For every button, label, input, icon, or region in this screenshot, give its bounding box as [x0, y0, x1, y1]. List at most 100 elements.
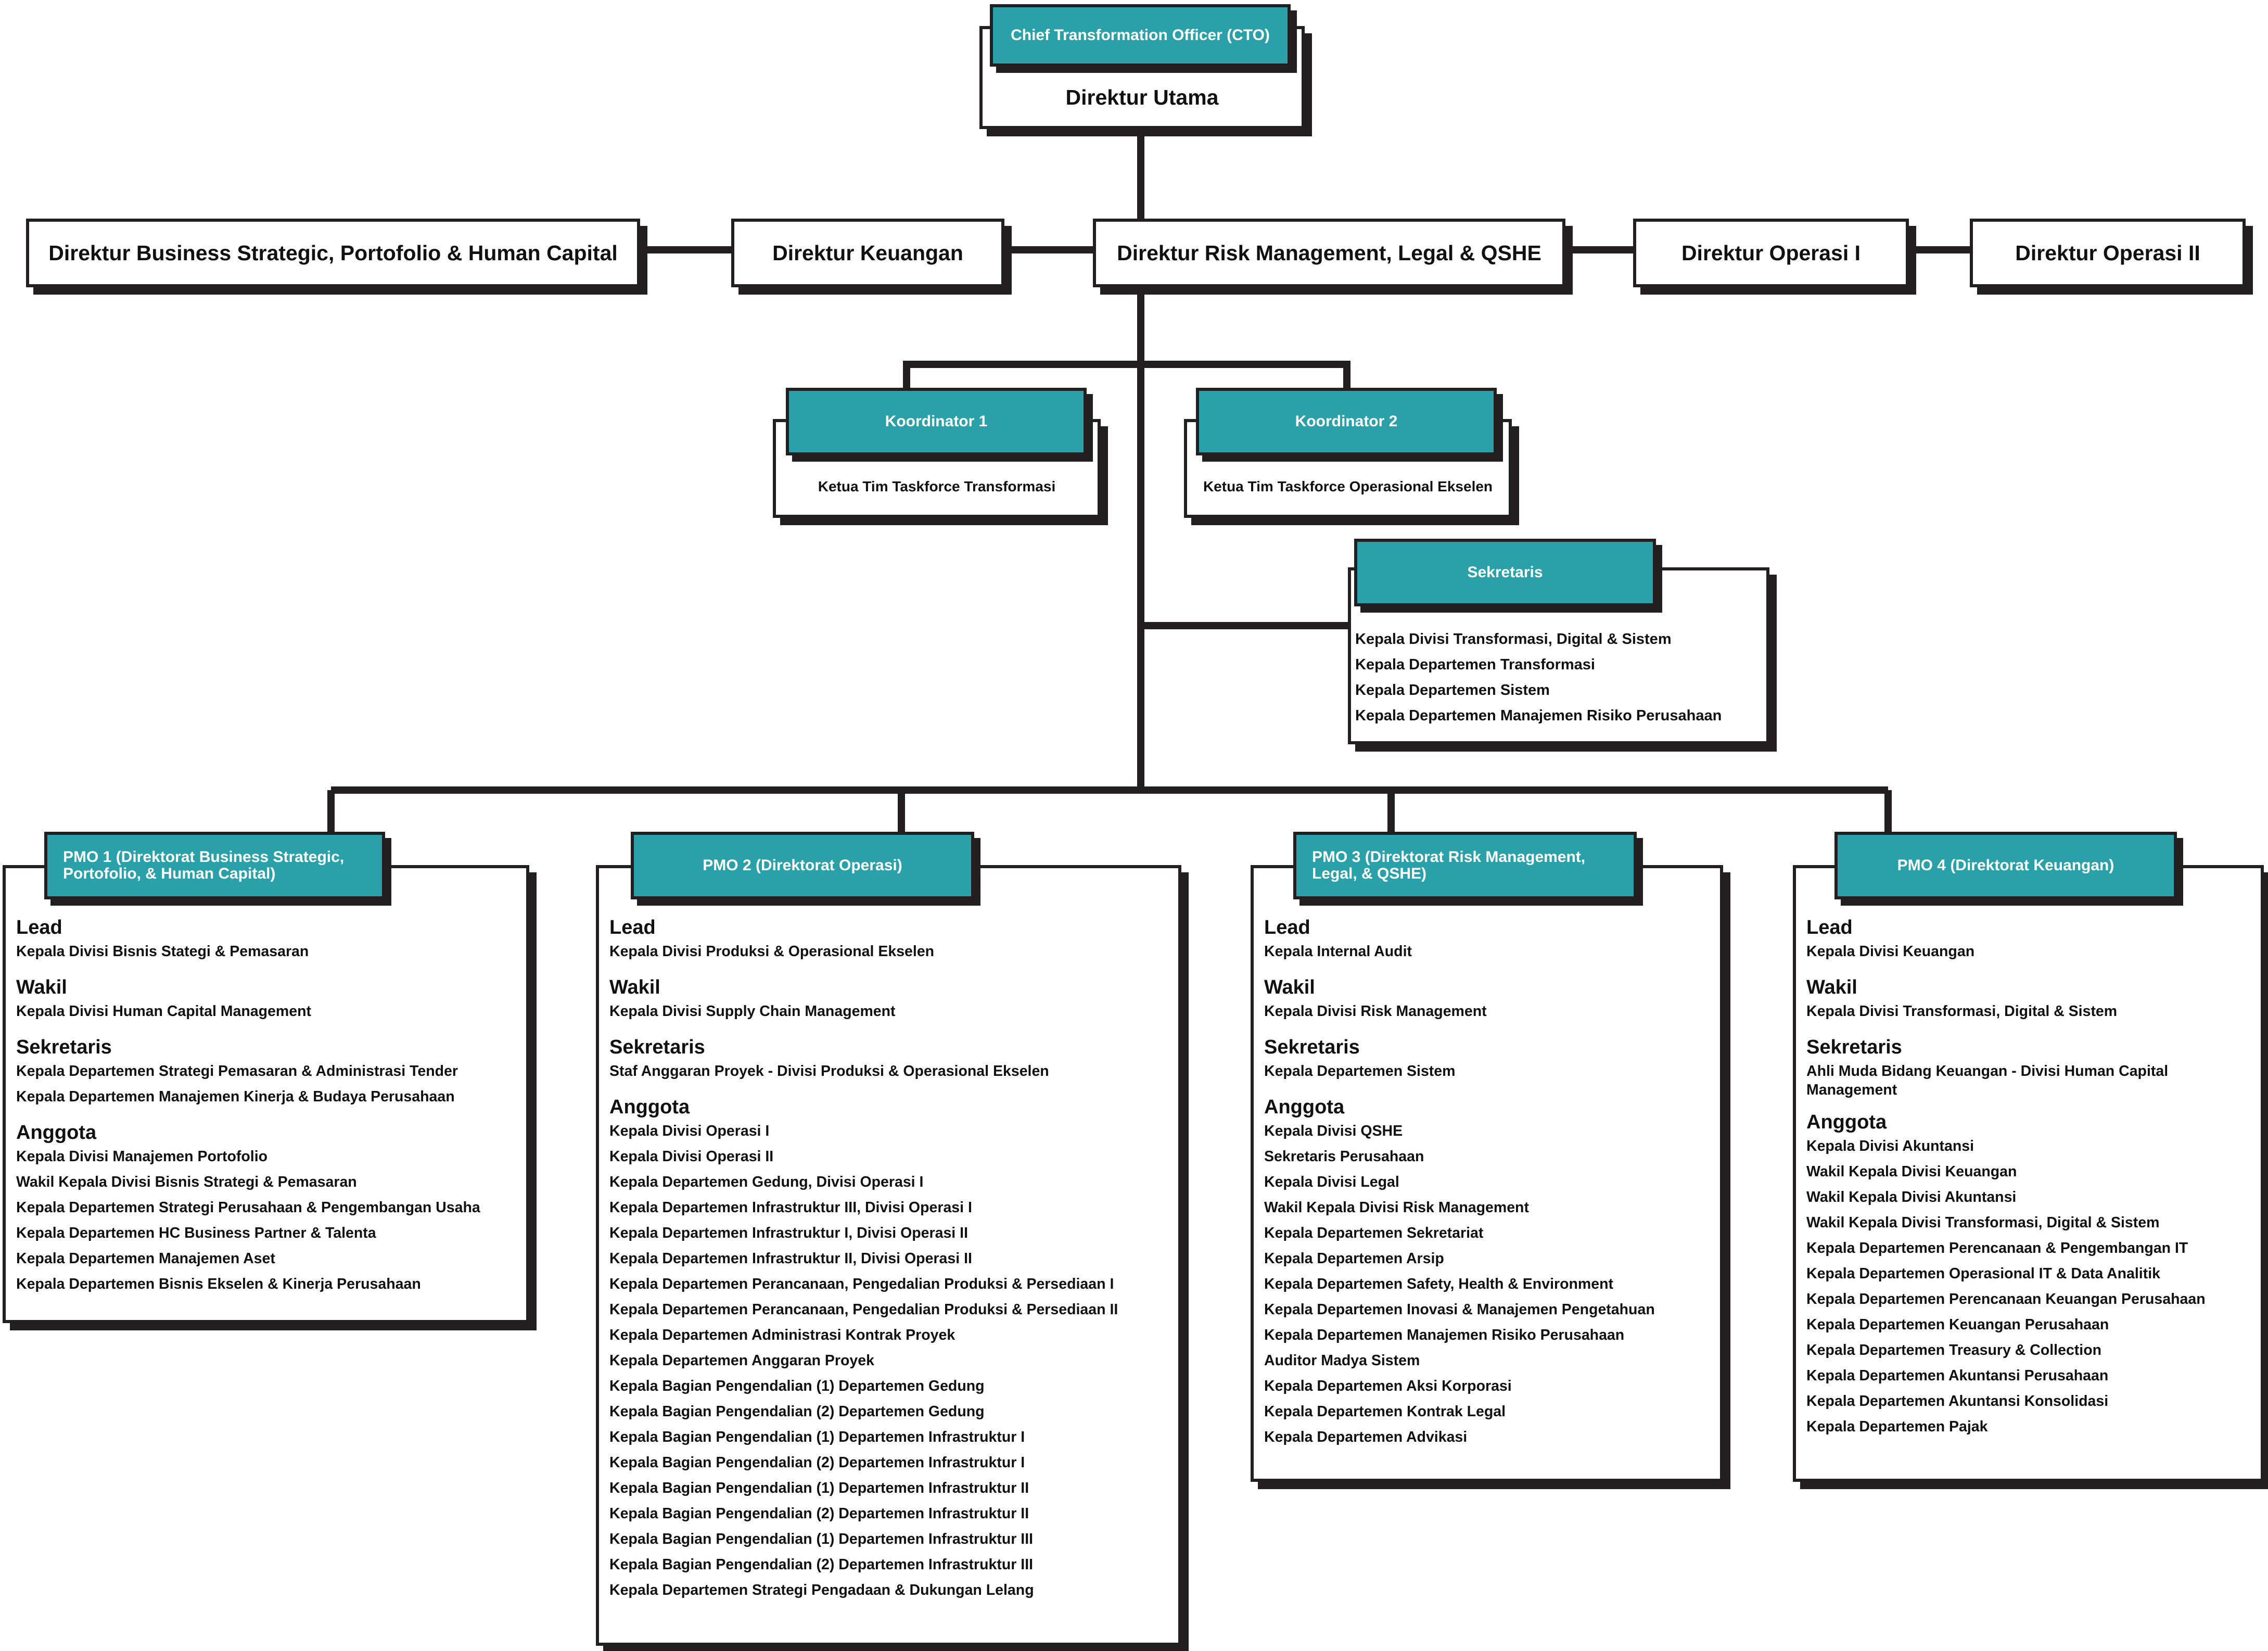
- list-item: Kepala Departemen Administrasi Kontrak P…: [609, 1327, 955, 1343]
- list-item: Kepala Departemen Perancanaan, Pengedali…: [609, 1276, 1114, 1292]
- list-item: Kepala Bagian Pengendalian (2) Departeme…: [609, 1454, 1025, 1471]
- pmo-3-header: PMO 3 (Direktorat Risk Management, Legal…: [1293, 832, 1637, 899]
- connector-koordinator: [903, 361, 1350, 388]
- list-item: Kepala Departemen Sistem: [1355, 682, 1550, 698]
- list-item: Kepala Departemen Operasional IT & Data …: [1806, 1265, 2160, 1282]
- list-item: Kepala Departemen Anggaran Proyek: [609, 1352, 874, 1369]
- list-item: Kepala Departemen Infrastruktur III, Div…: [609, 1199, 972, 1216]
- pmo-anggota-label: Anggota: [1806, 1111, 1887, 1133]
- director-business-strategic: Direktur Business Strategic, Portofolio …: [26, 219, 640, 287]
- pmo-2-anggota-list: Kepala Divisi Operasi I Kepala Divisi Op…: [609, 1119, 1171, 1603]
- pmo-3-lead-list: Kepala Internal Audit: [1264, 939, 1713, 964]
- pmo-1-header: PMO 1 (Direktorat Business Strategic, Po…: [44, 832, 385, 899]
- pmo-sekretaris-label: Sekretaris: [1264, 1036, 1360, 1058]
- pmo-4-lead-list: Kepala Divisi Keuangan: [1806, 939, 2253, 964]
- list-item: Ahli Muda Bidang Keuangan - Divisi Human…: [1806, 1063, 2169, 1098]
- list-item: Kepala Departemen Bisnis Ekselen & Kiner…: [16, 1276, 421, 1292]
- pmo-sekretaris-label: Sekretaris: [1806, 1036, 1902, 1058]
- list-item: Kepala Divisi Operasi II: [609, 1148, 774, 1165]
- sekretaris-list: Kepala Divisi Transformasi, Digital & Si…: [1355, 627, 1762, 729]
- list-item: Kepala Departemen Infrastruktur II, Divi…: [609, 1250, 972, 1267]
- list-item: Kepala Departemen Pajak: [1806, 1418, 1988, 1435]
- pmo-4-content: Lead Kepala Divisi Keuangan Wakil Kepala…: [1806, 916, 2253, 1440]
- list-item: Kepala Departemen Keuangan Perusahaan: [1806, 1316, 2109, 1333]
- list-item: Kepala Departemen Aksi Korporasi: [1264, 1378, 1512, 1394]
- list-item: Kepala Departemen Strategi Perusahaan & …: [16, 1199, 480, 1216]
- pmo-3-anggota-list: Kepala Divisi QSHE Sekretaris Perusahaan…: [1264, 1119, 1713, 1450]
- pmo-anggota-label: Anggota: [16, 1122, 97, 1144]
- list-item: Kepala Divisi Risk Management: [1264, 1003, 1487, 1020]
- list-item: Wakil Kepala Divisi Akuntansi: [1806, 1189, 2017, 1205]
- pmo-1-wakil-list: Kepala Divisi Human Capital Management: [16, 999, 519, 1024]
- list-item: Kepala Departemen HC Business Partner & …: [16, 1225, 376, 1241]
- list-item: Kepala Departemen Sistem: [1264, 1063, 1456, 1080]
- list-item: Kepala Departemen Perencanaan & Pengemba…: [1806, 1240, 2188, 1256]
- list-item: Kepala Bagian Pengendalian (2) Departeme…: [609, 1556, 1034, 1573]
- list-item: Kepala Divisi Legal: [1264, 1174, 1399, 1190]
- pmo-2-box: Lead Kepala Divisi Produksi & Operasiona…: [596, 865, 1181, 1646]
- pmo-4-wakil-list: Kepala Divisi Transformasi, Digital & Si…: [1806, 999, 2253, 1024]
- pmo-2-content: Lead Kepala Divisi Produksi & Operasiona…: [609, 916, 1171, 1603]
- list-item: Kepala Departemen Strategi Pemasaran & A…: [16, 1063, 458, 1080]
- pmo-anggota-label: Anggota: [609, 1096, 690, 1118]
- list-item: Kepala Departemen Perancanaan, Pengedali…: [609, 1301, 1118, 1318]
- pmo-4-box: Lead Kepala Divisi Keuangan Wakil Kepala…: [1793, 865, 2264, 1482]
- list-item: Kepala Departemen Sekretariat: [1264, 1225, 1484, 1241]
- list-item: Kepala Bagian Pengendalian (1) Departeme…: [609, 1429, 1025, 1445]
- list-item: Kepala Internal Audit: [1264, 943, 1412, 960]
- director-operasi-2: Direktur Operasi II: [1970, 219, 2246, 287]
- cto-header: Chief Transformation Officer (CTO): [990, 4, 1291, 67]
- pmo-wakil-label: Wakil: [1264, 976, 1315, 998]
- list-item: Kepala Bagian Pengendalian (1) Departeme…: [609, 1378, 985, 1394]
- list-item: Auditor Madya Sistem: [1264, 1352, 1420, 1369]
- list-item: Kepala Departemen Infrastruktur I, Divis…: [609, 1225, 968, 1241]
- pmo-2-wakil-list: Kepala Divisi Supply Chain Management: [609, 999, 1171, 1024]
- list-item: Kepala Departemen Akuntansi Konsolidasi: [1806, 1393, 2109, 1409]
- list-item: Kepala Departemen Manajemen Risiko Perus…: [1264, 1327, 1625, 1343]
- list-item: Kepala Departemen Inovasi & Manajemen Pe…: [1264, 1301, 1655, 1318]
- list-item: Kepala Departemen Kontrak Legal: [1264, 1403, 1506, 1420]
- list-item: Kepala Divisi Bisnis Stategi & Pemasaran: [16, 943, 309, 960]
- director-operasi-1: Direktur Operasi I: [1633, 219, 1909, 287]
- pmo-2-sekretaris-list: Staf Anggaran Proyek - Divisi Produksi &…: [609, 1059, 1171, 1084]
- list-item: Kepala Departemen Perencanaan Keuangan P…: [1806, 1291, 2206, 1307]
- list-item: Kepala Departemen Strategi Pengadaan & D…: [609, 1582, 1034, 1598]
- director-risk-management: Direktur Risk Management, Legal & QSHE: [1093, 219, 1565, 287]
- pmo-2-header: PMO 2 (Direktorat Operasi): [631, 832, 974, 899]
- list-item: Kepala Departemen Safety, Health & Envir…: [1264, 1276, 1613, 1292]
- pmo-sekretaris-label: Sekretaris: [609, 1036, 705, 1058]
- koordinator-1-text: Ketua Tim Taskforce Transformasi: [818, 478, 1056, 494]
- pmo-lead-label: Lead: [16, 917, 62, 938]
- pmo-3-sekretaris-list: Kepala Departemen Sistem: [1264, 1059, 1713, 1084]
- list-item: Kepala Divisi Manajemen Portofolio: [16, 1148, 268, 1165]
- list-item: Kepala Bagian Pengendalian (2) Departeme…: [609, 1403, 985, 1420]
- list-item: Kepala Divisi Operasi I: [609, 1123, 770, 1139]
- list-item: Kepala Departemen Manajemen Aset: [16, 1250, 275, 1267]
- list-item: Kepala Departemen Manajemen Kinerja & Bu…: [16, 1088, 455, 1105]
- list-item: Kepala Divisi QSHE: [1264, 1123, 1403, 1139]
- list-item: Kepala Divisi Human Capital Management: [16, 1003, 311, 1020]
- sekretaris-header: Sekretaris: [1354, 539, 1656, 606]
- pmo-anggota-label: Anggota: [1264, 1096, 1345, 1118]
- pmo-1-content: Lead Kepala Divisi Bisnis Stategi & Pema…: [16, 916, 519, 1297]
- list-item: Sekretaris Perusahaan: [1264, 1148, 1424, 1165]
- director-keuangan: Direktur Keuangan: [731, 219, 1004, 287]
- koordinator-1-header: Koordinator 1: [786, 388, 1087, 455]
- list-item: Wakil Kepala Divisi Risk Management: [1264, 1199, 1529, 1216]
- koordinator-2-text: Ketua Tim Taskforce Operasional Ekselen: [1203, 478, 1493, 494]
- pmo-lead-label: Lead: [1264, 917, 1310, 938]
- pmo-3-wakil-list: Kepala Divisi Risk Management: [1264, 999, 1713, 1024]
- pmo-4-sekretaris-list: Ahli Muda Bidang Keuangan - Divisi Human…: [1806, 1062, 2191, 1099]
- list-item: Staf Anggaran Proyek - Divisi Produksi &…: [609, 1063, 1049, 1080]
- list-item: Kepala Bagian Pengendalian (2) Departeme…: [609, 1505, 1029, 1522]
- pmo-wakil-label: Wakil: [609, 976, 660, 998]
- list-item: Kepala Departemen Gedung, Divisi Operasi…: [609, 1174, 924, 1190]
- cto-title: Direktur Utama: [1065, 85, 1219, 109]
- list-item: Kepala Departemen Treasury & Collection: [1806, 1342, 2102, 1358]
- pmo-1-lead-list: Kepala Divisi Bisnis Stategi & Pemasaran: [16, 939, 519, 964]
- pmo-4-header: PMO 4 (Direktorat Keuangan): [1834, 832, 2177, 899]
- list-item: Kepala Departemen Transformasi: [1355, 656, 1595, 673]
- pmo-3-content: Lead Kepala Internal Audit Wakil Kepala …: [1264, 916, 1713, 1450]
- list-item: Kepala Bagian Pengendalian (1) Departeme…: [609, 1531, 1034, 1547]
- list-item: Kepala Divisi Keuangan: [1806, 943, 1975, 960]
